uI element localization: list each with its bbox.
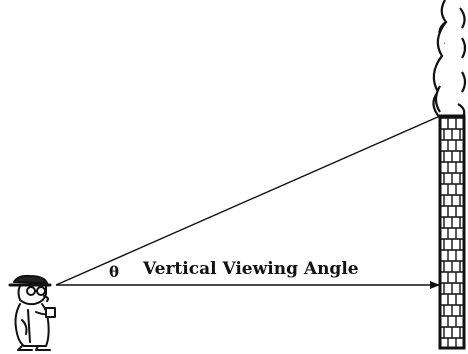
tree-foliage [432, 0, 467, 119]
observer-figure [8, 274, 56, 351]
angle-symbol: θ [109, 263, 119, 281]
angle-label: Vertical Viewing Angle [142, 259, 359, 279]
sight-line-to-top [55, 115, 441, 286]
brick-tower [438, 114, 466, 350]
